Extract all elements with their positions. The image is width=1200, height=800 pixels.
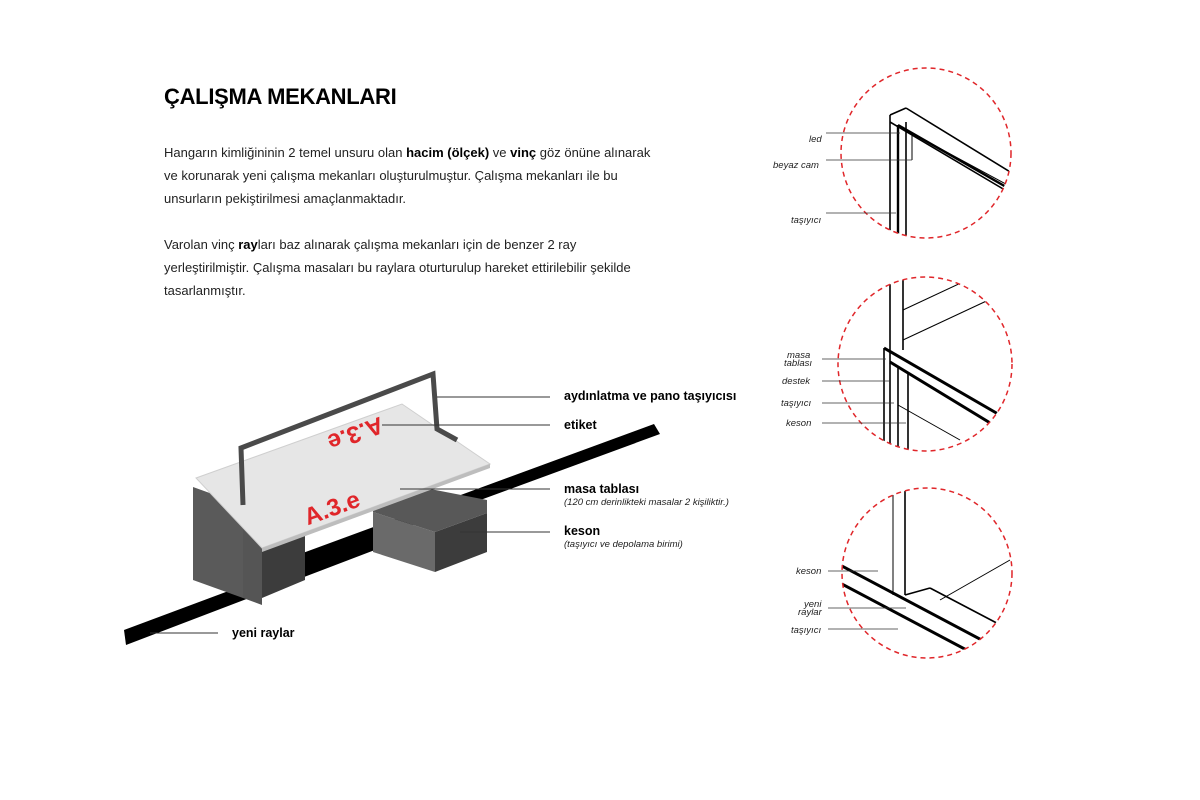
detail-bottom-circle [841,487,1013,659]
callout-lighting: aydınlatma ve pano taşıyıcısı [564,389,737,403]
page-title: ÇALIŞMA MEKANLARI [164,84,397,109]
callout-caisson-note: (taşıyıcı ve depolama birimi) [564,539,683,550]
detail-bottom-caisson-label: keson [796,566,822,577]
detail-bottom-carrier-label: taşıyıcı [791,625,822,636]
rail-text-1: Varolan vinç [164,237,239,252]
callout-tabletop-note: (120 cm derinlikteki masalar 2 kişilikti… [564,497,729,508]
intro-bold-crane: vinç [510,145,537,160]
detail-middle-tabletop-label-2: tablası [784,358,812,369]
intro-bold-volume: hacim (ölçek) [406,145,490,160]
detail-top-circle [840,67,1012,239]
detail-middle-caisson-label: keson [786,418,812,429]
callout-tag: etiket [564,418,597,432]
callout-tabletop: masa tablası [564,482,640,496]
rail-text-2: ları baz alınarak çalışma mekanları için… [164,237,631,298]
right-caisson-front [435,513,487,572]
intro-paragraph: Hangarın kimliğininin 2 temel unsuru ola… [164,141,664,210]
detail-middle-tabletop-label-1: masa [787,350,811,361]
callout-rails: yeni raylar [232,626,295,640]
rail-paragraph: Varolan vinç rayları baz alınarak çalışm… [164,233,664,302]
detail-middle-carrier-label: taşıyıcı [781,398,812,409]
detail-bottom-drawing [842,490,1011,658]
detail-top-drawing [889,107,1011,238]
detail-bottom-rails-label-1: yeni [804,599,822,610]
rail-bold: ray [238,237,258,252]
intro-text-3: göz önüne alınarak ve korunarak yeni çal… [164,145,651,206]
lighting-frame [238,370,459,506]
detail-middle-support-label: destek [782,376,810,387]
detail-top-carrier-label: taşıyıcı [791,215,822,226]
detail-middle-circle [837,276,1013,452]
callout-caisson: keson [564,524,601,538]
intro-text-2: ve [489,145,511,160]
table-top-edge [262,464,490,552]
detail-top-glass-label: beyaz cam [773,160,819,171]
detail-bottom-rails-label-2: raylar [798,607,822,618]
detail-top-led-label: led [809,134,822,145]
detail-middle-drawing [883,277,1011,451]
intro-text-1: Hangarın kimliğininin 2 temel unsuru ola… [164,145,407,160]
